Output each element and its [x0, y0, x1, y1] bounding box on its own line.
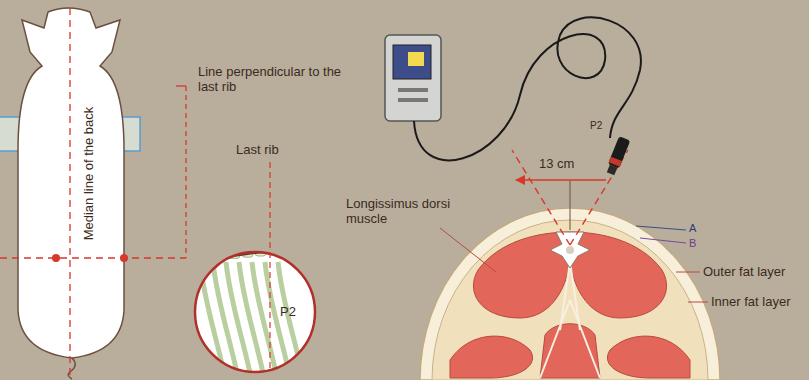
- dimension-arrow: [516, 179, 606, 181]
- leader-line: [636, 226, 686, 230]
- vertebra: [294, 242, 305, 252]
- measure-dot: [120, 254, 128, 262]
- pig-tail: [68, 358, 75, 379]
- outer-fat-layer: [420, 208, 720, 380]
- axis-label: Median line of the back: [81, 99, 96, 249]
- device-button: [398, 98, 428, 102]
- vertebra: [216, 250, 227, 260]
- muscle: [450, 336, 533, 378]
- probe: [605, 136, 630, 176]
- vertebra: [190, 252, 201, 262]
- magnifier-rim: [195, 252, 315, 372]
- part-label: Last rib: [236, 142, 316, 157]
- muscle: [540, 324, 600, 378]
- perpendicular-line: [0, 257, 186, 258]
- pig-outline: [18, 8, 124, 358]
- median-line: [69, 8, 70, 376]
- point-label: P2: [590, 118, 614, 133]
- callout-letter: A: [689, 221, 705, 236]
- measure-dot: [52, 254, 60, 262]
- vertebra: [203, 251, 214, 261]
- part-label: Outer fat layer: [703, 264, 803, 279]
- ribs: [190, 241, 320, 380]
- fascia: [540, 262, 600, 378]
- annotation: Line perpendicular to the last rib: [198, 64, 348, 94]
- bracket-line: [185, 86, 186, 258]
- center-line: [570, 180, 571, 230]
- muscle: [570, 232, 667, 318]
- part-label: Inner fat layer: [711, 294, 805, 309]
- bracket-line: [176, 85, 186, 86]
- rib: [278, 262, 304, 380]
- part-label: Longissimus dorsi muscle: [346, 196, 464, 226]
- leader-line: [440, 228, 496, 272]
- device: [385, 35, 441, 121]
- vertebra: [281, 244, 292, 254]
- vertebra: [566, 246, 574, 254]
- muscle: [607, 336, 690, 378]
- vertebra: [307, 241, 318, 251]
- leader-line: [688, 302, 708, 303]
- vertebra: [550, 232, 590, 268]
- callout-letter: B: [689, 236, 705, 251]
- dashed-line: [570, 150, 628, 245]
- muscle: [473, 232, 570, 318]
- probe-line: [269, 162, 270, 372]
- leader-line: [640, 238, 686, 243]
- dimension: 13 cm: [536, 156, 577, 171]
- device-button: [398, 88, 428, 92]
- device-screen: [393, 45, 431, 79]
- point-label: P2: [280, 304, 310, 319]
- cable: [414, 17, 641, 160]
- leader-line: [676, 272, 700, 273]
- device-screen: [408, 52, 424, 66]
